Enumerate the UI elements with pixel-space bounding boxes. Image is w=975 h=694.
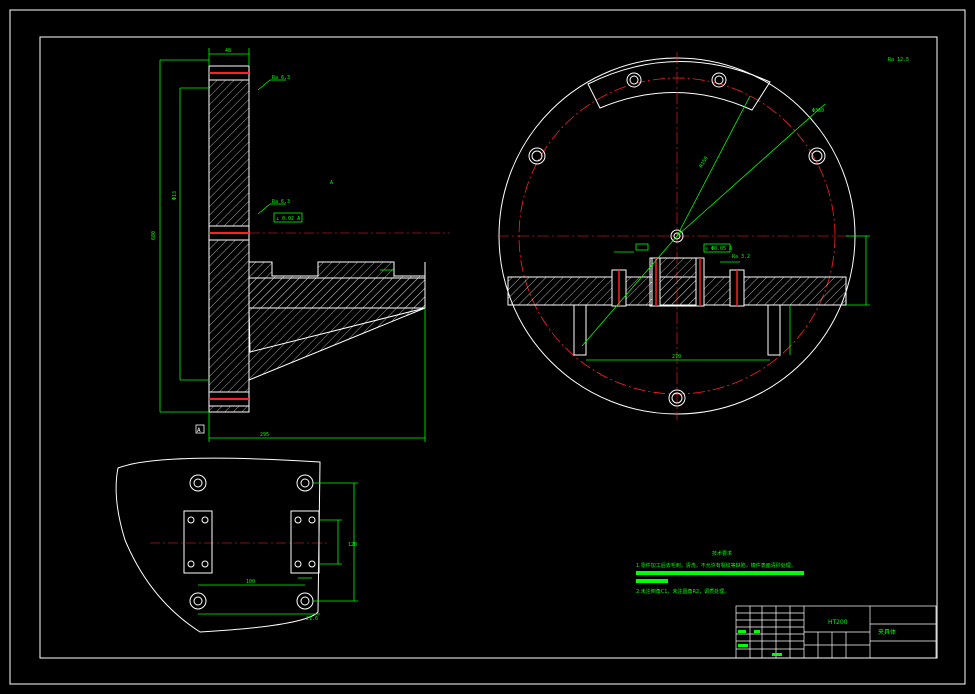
- svg-text:A: A: [330, 180, 333, 186]
- roughness-label-2: Ra 6.3: [272, 199, 290, 205]
- svg-text:48: 48: [225, 48, 231, 54]
- tech-requirements-line-1: 1.零件加工后去毛刺，清洗，不允许有裂纹等缺陷，铸件表面清砂处理。: [636, 562, 796, 569]
- svg-text:295: 295: [260, 432, 269, 438]
- roughness-label-3: Ra 3.2: [732, 254, 750, 260]
- svg-text:100: 100: [246, 579, 255, 585]
- side-section-view: Ra 6.3 Ra 6.3 ⊥ 0.02 A 680 Φ13 48 295 A …: [151, 48, 450, 442]
- title-block: [735, 605, 937, 659]
- svg-text:⊥ 0.02 A: ⊥ 0.02 A: [276, 216, 300, 222]
- svg-text:Φ360: Φ360: [812, 108, 824, 114]
- roughness-label-1: Ra 6.3: [272, 75, 290, 81]
- svg-text:R150: R150: [699, 156, 710, 169]
- svg-text:270: 270: [672, 354, 681, 360]
- datum-label: A: [197, 427, 201, 434]
- svg-text:680: 680: [151, 231, 157, 240]
- technical-requirements: 技术要求 1.零件加工后去毛刺，清洗，不允许有裂纹等缺陷，铸件表面清砂处理。 2…: [636, 550, 804, 595]
- roughness-label-4: Ra 12.5: [888, 57, 909, 63]
- title-block-material: HT200: [828, 619, 848, 626]
- tech-requirements-line-3: 2.未注倒角C1，未注圆角R2，调质处理。: [636, 588, 729, 595]
- bottom-plan-view: 100 21.6 120: [115, 457, 358, 633]
- tech-requirements-title: 技术要求: [712, 550, 732, 557]
- inner-frame: [39, 36, 938, 659]
- svg-text:◎ Φ0.05 A: ◎ Φ0.05 A: [705, 246, 732, 252]
- svg-text:Φ13: Φ13: [172, 191, 178, 200]
- title-block-name: 夹具体: [878, 628, 896, 636]
- svg-text:21.6: 21.6: [306, 616, 318, 622]
- outer-frame: [9, 9, 966, 685]
- svg-text:120: 120: [348, 542, 357, 548]
- front-circular-view: ◎ Φ0.05 A Ra 3.2 Ra 12.5 R150 Φ360 270: [497, 52, 909, 420]
